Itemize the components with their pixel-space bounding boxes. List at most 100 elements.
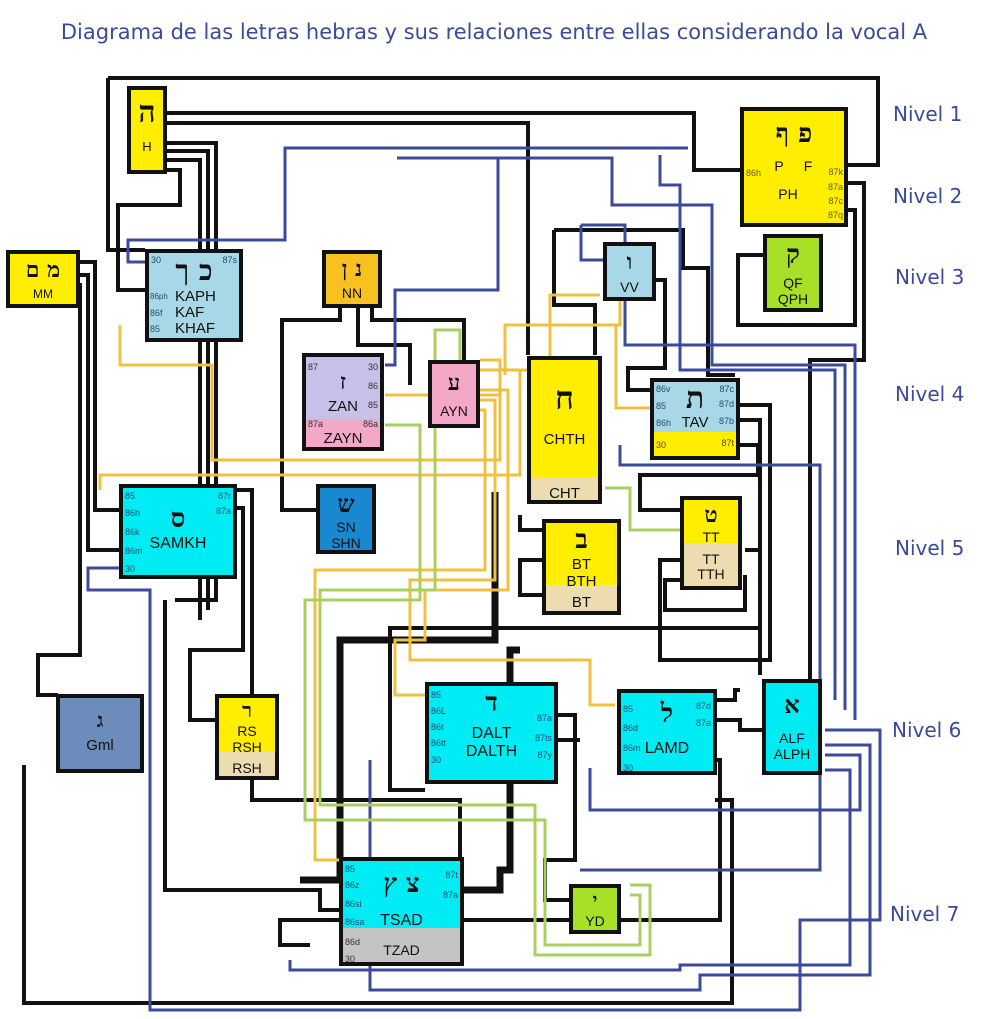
wire-black	[663, 575, 747, 612]
wire-yellow	[408, 398, 615, 707]
port-label: 87t	[721, 438, 734, 448]
port-label: 30	[125, 564, 136, 574]
node-name: TSAD	[380, 912, 423, 929]
node-name: KAPH	[175, 288, 216, 305]
wire-blue	[580, 445, 822, 872]
wire-black	[638, 443, 760, 512]
port-label: 86sa	[345, 917, 365, 927]
node-name: KHAF	[175, 320, 216, 337]
wire-blue	[368, 743, 872, 992]
port-label: 86tt	[431, 738, 447, 748]
wire-black	[106, 78, 145, 252]
letter-node-mm[interactable]: מ ם MM	[6, 250, 80, 308]
letter-node-kaph[interactable]: כ ך KAPH KAF KHAF 30 87s 86ph 86f 85	[145, 249, 243, 342]
wire-black	[552, 230, 597, 355]
letter-node-tav[interactable]: ת TAV 86v 85 86h 30 87c 87d 87b 87t	[650, 378, 740, 460]
node-name: TTH	[697, 566, 725, 582]
wire-green	[303, 423, 642, 947]
port-label: 85	[345, 864, 356, 874]
letter-node-vv[interactable]: ו VV	[603, 242, 656, 301]
hebrew-glyph: ת	[685, 381, 705, 416]
letter-node-ph[interactable]: פ ף P F PH 86h 87k 87a 87c 87q	[740, 107, 848, 227]
node-name: F	[803, 158, 813, 174]
wire-blue	[385, 156, 500, 367]
node-name: BTH	[566, 573, 597, 590]
letter-node-samkh[interactable]: ס SAMKH 85 86h 86k 86m 30 87r 87a	[119, 484, 237, 579]
letter-node-chth[interactable]: ח CHTH CHT	[527, 356, 602, 504]
hebrew-glyph: ל	[660, 699, 674, 729]
wire-green	[318, 330, 652, 957]
port-label: 87a	[536, 713, 552, 723]
port-label: 87c	[719, 384, 734, 394]
node-name: AYN	[440, 403, 468, 419]
letter-node-yd[interactable]: י YD	[569, 884, 621, 934]
node-name: RSH	[232, 760, 262, 776]
port-label: 87q	[827, 210, 843, 220]
wire-blue	[658, 155, 837, 700]
letter-node-bt[interactable]: ב BT BTH BT	[542, 519, 621, 615]
hebrew-glyph: י	[592, 890, 598, 911]
hebrew-glyph: מ ם	[25, 257, 61, 283]
wire-black	[278, 758, 722, 947]
wire-blue	[126, 146, 688, 264]
port-label: 87a	[215, 506, 231, 516]
wire-blue	[579, 225, 603, 262]
wire-black	[36, 283, 82, 697]
port-label: 85	[125, 491, 136, 501]
wire-black	[658, 403, 772, 662]
node-name: NN	[341, 285, 363, 301]
tt-band	[684, 543, 738, 586]
level-label: Nivel 7	[890, 902, 960, 926]
letter-node-ayn[interactable]: ע AYN	[428, 360, 480, 428]
letter-node-lamd[interactable]: ל LAMD 85 86d 86m 30 87d 87a	[617, 689, 717, 775]
letter-node-rs[interactable]: ר RS RSH RSH	[215, 694, 279, 780]
hebrew-glyph: ג	[96, 708, 104, 732]
letter-node-tt[interactable]: ט TT TT TTH	[680, 496, 742, 590]
level-label: Nivel 3	[895, 265, 965, 289]
node-name: SN	[336, 519, 356, 535]
wire-black	[165, 149, 210, 610]
wire-blue	[86, 566, 882, 1012]
hebrew-glyph: ע	[447, 370, 461, 396]
wire-black	[356, 305, 412, 385]
wire-black	[165, 111, 740, 172]
letter-node-tsad[interactable]: צ ץ TSAD TZAD 85 86z 86si 86sa 86d 30 87…	[339, 857, 464, 966]
port-label: 30	[345, 954, 356, 964]
letter-node-h[interactable]: ה H	[127, 86, 167, 174]
level-label: Nivel 6	[892, 718, 962, 742]
wire-green	[605, 486, 680, 532]
port-label: 86d	[623, 723, 639, 733]
node-name: ZAYN	[323, 430, 363, 447]
letter-node-zayn[interactable]: ז ZAN ZAYN 87 30 86 85 87a 86a	[302, 353, 384, 451]
diagram-title: Diagrama de las letras hebras y sus rela…	[60, 20, 928, 44]
node-name: TAV	[681, 414, 709, 431]
port-label: 87s	[222, 255, 237, 265]
hebrew-glyph: צ ץ	[383, 869, 420, 899]
letter-node-sn[interactable]: ש SN SHN	[316, 484, 376, 554]
node-name: ZAN	[328, 398, 358, 415]
letter-node-dalt[interactable]: ד DALT DALTH 85 86L 86t 86tt 30 87a 87ts…	[425, 682, 558, 784]
tzad-band	[343, 928, 460, 962]
wire-black	[280, 305, 342, 512]
wire-black	[554, 228, 735, 377]
node-name: SHN	[331, 535, 361, 551]
letter-node-alf[interactable]: א ALF ALPH	[762, 679, 822, 775]
level-label: Nivel 5	[895, 536, 965, 560]
node-name: RS	[237, 723, 257, 739]
hebrew-glyph: ש	[337, 489, 355, 518]
node-name: MM	[33, 287, 53, 301]
hebrew-glyph: פ ף	[775, 119, 813, 149]
node-name: ALF	[779, 730, 805, 746]
port-label: 30	[656, 440, 667, 450]
node-name: RSH	[232, 739, 262, 755]
letter-node-nn[interactable]: נ ן NN	[322, 250, 382, 308]
wire-black	[163, 600, 340, 912]
port-label: 86h	[746, 168, 762, 178]
node-name: Gml	[86, 737, 114, 754]
letter-node-qf[interactable]: ק QF QPH	[763, 234, 823, 312]
wire-black	[626, 278, 667, 392]
letter-node-gml[interactable]: ג Gml	[56, 694, 144, 773]
node-name: BT	[571, 594, 592, 611]
wire-blue	[581, 223, 857, 720]
rsh-band	[219, 752, 275, 776]
